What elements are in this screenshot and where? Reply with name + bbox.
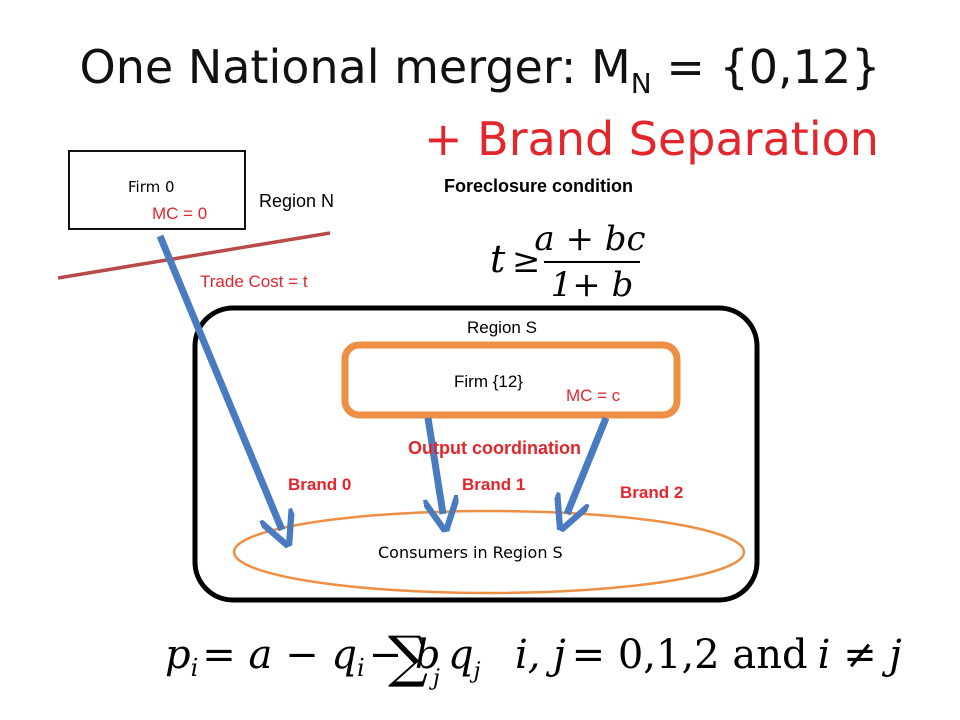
consumers-label: Consumers in Region S xyxy=(378,543,563,562)
eq-condition-2: = 0,1,2 and xyxy=(572,632,808,678)
firm12-box xyxy=(341,341,681,419)
firm12-label: Firm {12} xyxy=(454,372,523,391)
foreclosure-formula: t ≥ a + bc 1+ b xyxy=(490,219,646,305)
firm0-mc: MC = 0 xyxy=(152,204,208,223)
title-main: One National merger: M xyxy=(79,40,631,94)
eq-part2: − b xyxy=(369,632,441,678)
arrow-brand1 xyxy=(428,417,443,514)
region-s-container xyxy=(192,305,760,603)
eq-lhs-sub: i xyxy=(191,654,199,682)
brand-2-label: Brand 2 xyxy=(620,483,684,502)
eq-part3: q xyxy=(448,632,474,678)
eq-sum-symbol: ∑ xyxy=(388,625,428,690)
eq-condition-3: i ≠ j xyxy=(818,632,902,678)
eq-lhs: p xyxy=(165,632,191,678)
page-subtitle: + Brand Separation xyxy=(424,112,879,166)
brand-1-label: Brand 1 xyxy=(462,475,526,494)
eq-part1-sub: i xyxy=(357,654,365,682)
region-s-label: Region S xyxy=(467,318,537,337)
eq-part1: = a − q xyxy=(202,632,357,678)
arrow-brand2 xyxy=(567,416,610,514)
foreclosure-heading: Foreclosure condition xyxy=(444,176,634,196)
output-coordination-label: Output coordination xyxy=(408,438,581,458)
formula-relation: ≥ xyxy=(512,241,541,281)
formula-denominator: 1+ b xyxy=(551,265,634,305)
formula-lhs: t xyxy=(490,237,506,281)
eq-condition-1: i, j xyxy=(515,632,566,678)
firm0-box xyxy=(68,150,246,230)
brand-0-label: Brand 0 xyxy=(288,475,352,494)
firm0-label: Firm 0 xyxy=(128,178,175,196)
arrow-brand0 xyxy=(156,234,282,530)
svg-text:qj: qj xyxy=(448,632,481,684)
consumers-ellipse xyxy=(232,509,746,595)
region-n-label: Region N xyxy=(259,191,335,211)
title-subscript: N xyxy=(630,67,652,100)
trade-cost-label: Trade Cost = t xyxy=(200,272,308,291)
title-rest: = {0,12} xyxy=(651,40,881,94)
trade-cost-line xyxy=(57,231,331,280)
formula-numerator: a + bc xyxy=(534,219,645,259)
page-title: One National merger: MN = {0,12} xyxy=(0,40,960,100)
firm12-mc: MC = c xyxy=(566,386,621,405)
svg-text:pi= a − qi− b: pi= a − qi− b xyxy=(165,632,440,682)
